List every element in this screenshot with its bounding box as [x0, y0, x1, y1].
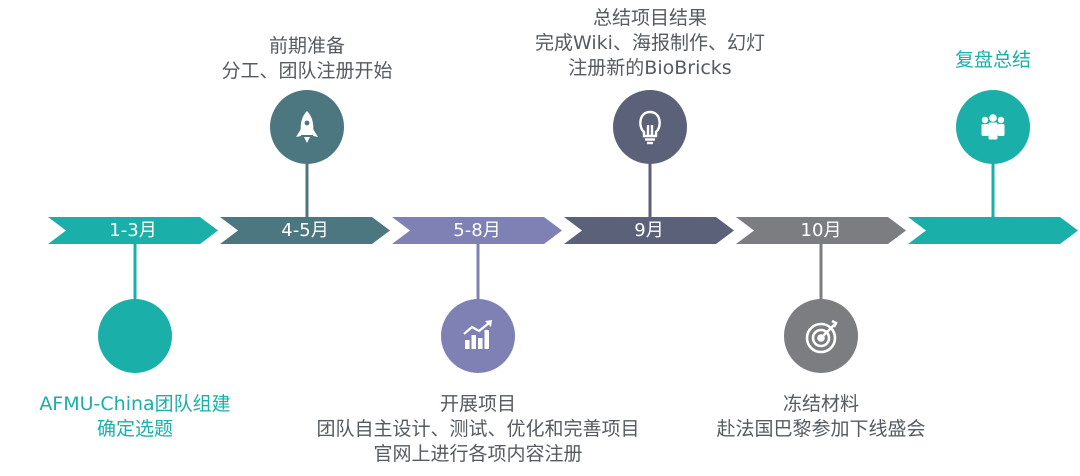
milestone-text: 冻结材料 赴法国巴黎参加下线盛会 [671, 392, 971, 442]
period-label: 9月 [634, 220, 664, 241]
period-label: 5-8月 [453, 220, 501, 241]
milestone-text: 复盘总结 [903, 48, 1080, 73]
period-label: 1-3月 [109, 220, 157, 241]
timeline-arrow [736, 217, 906, 244]
timeline-arrow [220, 217, 390, 244]
rocket-icon [296, 111, 318, 143]
milestone-line: 赴法国巴黎参加下线盛会 [716, 418, 926, 440]
timeline-arrow [48, 217, 218, 244]
lightbulb-icon [639, 110, 661, 145]
milestone-line: 官网上进行各项内容注册 [373, 443, 583, 465]
timeline-arrow [564, 217, 734, 244]
milestone-text: 总结项目结果 完成Wiki、海报制作、幻灯 注册新的BioBricks [500, 6, 800, 81]
milestone-line: 完成Wiki、海报制作、幻灯 [535, 32, 765, 54]
target-icon [805, 319, 838, 354]
milestone-title: 前期准备 [268, 35, 345, 57]
milestone-text: 前期准备 分工、团队注册开始 [182, 34, 432, 84]
milestone-title: AFMU-China团队组建 [39, 393, 231, 415]
period-label: 4-5月 [281, 220, 329, 241]
milestone-text: AFMU-China团队组建 确定选题 [10, 392, 260, 442]
milestone-circle [441, 299, 515, 373]
milestone-line: 团队自主设计、测试、优化和完善项目 [316, 418, 640, 440]
period-label: 10月 [800, 220, 842, 241]
milestone-title: 冻结材料 [782, 393, 859, 415]
milestone-line: 注册新的BioBricks [568, 57, 732, 79]
milestone-title: 复盘总结 [954, 49, 1031, 71]
milestone-circle [613, 90, 687, 164]
milestone-title: 总结项目结果 [592, 7, 707, 29]
milestone-circle [98, 299, 172, 373]
milestone-text: 开展项目 团队自主设计、测试、优化和完善项目 官网上进行各项内容注册 [268, 392, 688, 467]
timeline-arrow-end [908, 217, 1078, 244]
milestone-line: 确定选题 [96, 418, 173, 440]
team-icon [981, 114, 1005, 140]
bar-chart-icon [463, 320, 492, 349]
timeline-arrow [392, 217, 562, 244]
milestone-line: 分工、团队注册开始 [221, 60, 393, 82]
milestone-title: 开展项目 [439, 393, 516, 415]
